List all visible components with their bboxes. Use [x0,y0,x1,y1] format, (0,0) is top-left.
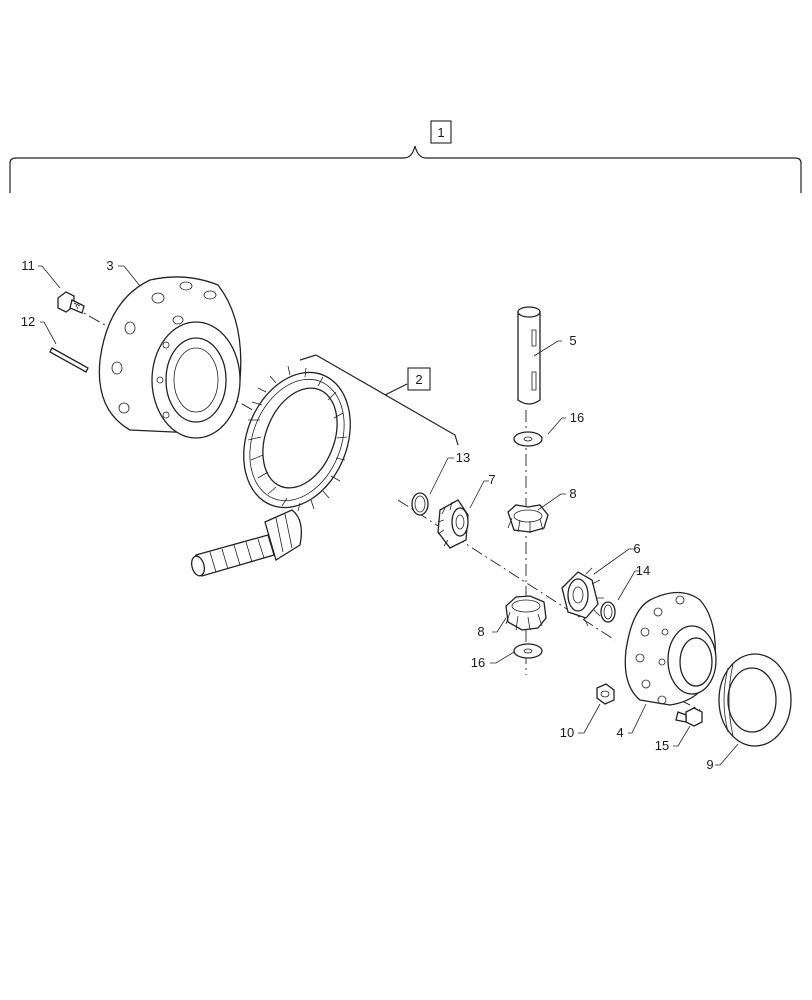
callout-box-ring-pinion[interactable]: 2 [407,367,431,391]
bearing-icon[interactable] [718,653,792,747]
pinion-shaft-icon[interactable] [190,509,303,577]
callout-15[interactable]: 15 [655,738,669,753]
retaining-ring-14-icon[interactable] [600,601,616,623]
differential-case-right-icon[interactable] [624,591,717,706]
callout-6[interactable]: 6 [633,541,640,556]
roll-pin-icon[interactable] [49,347,89,373]
callout-7[interactable]: 7 [488,472,495,487]
pin-shaft-icon[interactable] [517,306,541,405]
callout-16-bottom[interactable]: 16 [471,655,485,670]
callout-10[interactable]: 10 [560,725,574,740]
callout-assembly-label: 1 [437,125,444,140]
callout-3[interactable]: 3 [106,258,113,273]
ring-gear-icon[interactable] [224,356,369,523]
bolt-15-icon[interactable] [675,707,703,727]
side-gear-6-icon[interactable] [561,567,604,627]
callout-14[interactable]: 14 [636,563,650,578]
callout-box-assembly[interactable]: 1 [430,120,452,144]
differential-case-left-icon[interactable] [98,276,242,439]
nut-icon[interactable] [596,683,615,705]
callout-12[interactable]: 12 [21,314,35,329]
callout-16-top[interactable]: 16 [570,410,584,425]
callout-labels: 11 3 12 5 16 13 7 8 6 14 8 16 10 4 15 9 [21,258,714,772]
callout-8-top[interactable]: 8 [569,486,576,501]
callout-8-bottom[interactable]: 8 [477,624,484,639]
retaining-ring-13-icon[interactable] [411,492,429,516]
callout-5[interactable]: 5 [569,333,576,348]
thrust-washer-16-bottom-icon[interactable] [513,643,543,659]
callout-11[interactable]: 11 [21,258,35,273]
pinion-gear-8-top-icon[interactable] [507,504,549,533]
callout-4[interactable]: 4 [616,725,623,740]
bolt-icon[interactable] [57,291,85,314]
callout-13[interactable]: 13 [456,450,470,465]
thrust-washer-16-top-icon[interactable] [513,431,543,447]
callout-9[interactable]: 9 [706,757,713,772]
pinion-gear-8-bottom-icon[interactable] [505,595,547,631]
side-gear-7-icon[interactable] [437,499,469,549]
leader-lines [38,265,739,766]
callout-ring-pinion-label: 2 [415,372,422,387]
assembly-bracket [9,145,802,193]
ring-pinion-bracket [299,354,459,446]
